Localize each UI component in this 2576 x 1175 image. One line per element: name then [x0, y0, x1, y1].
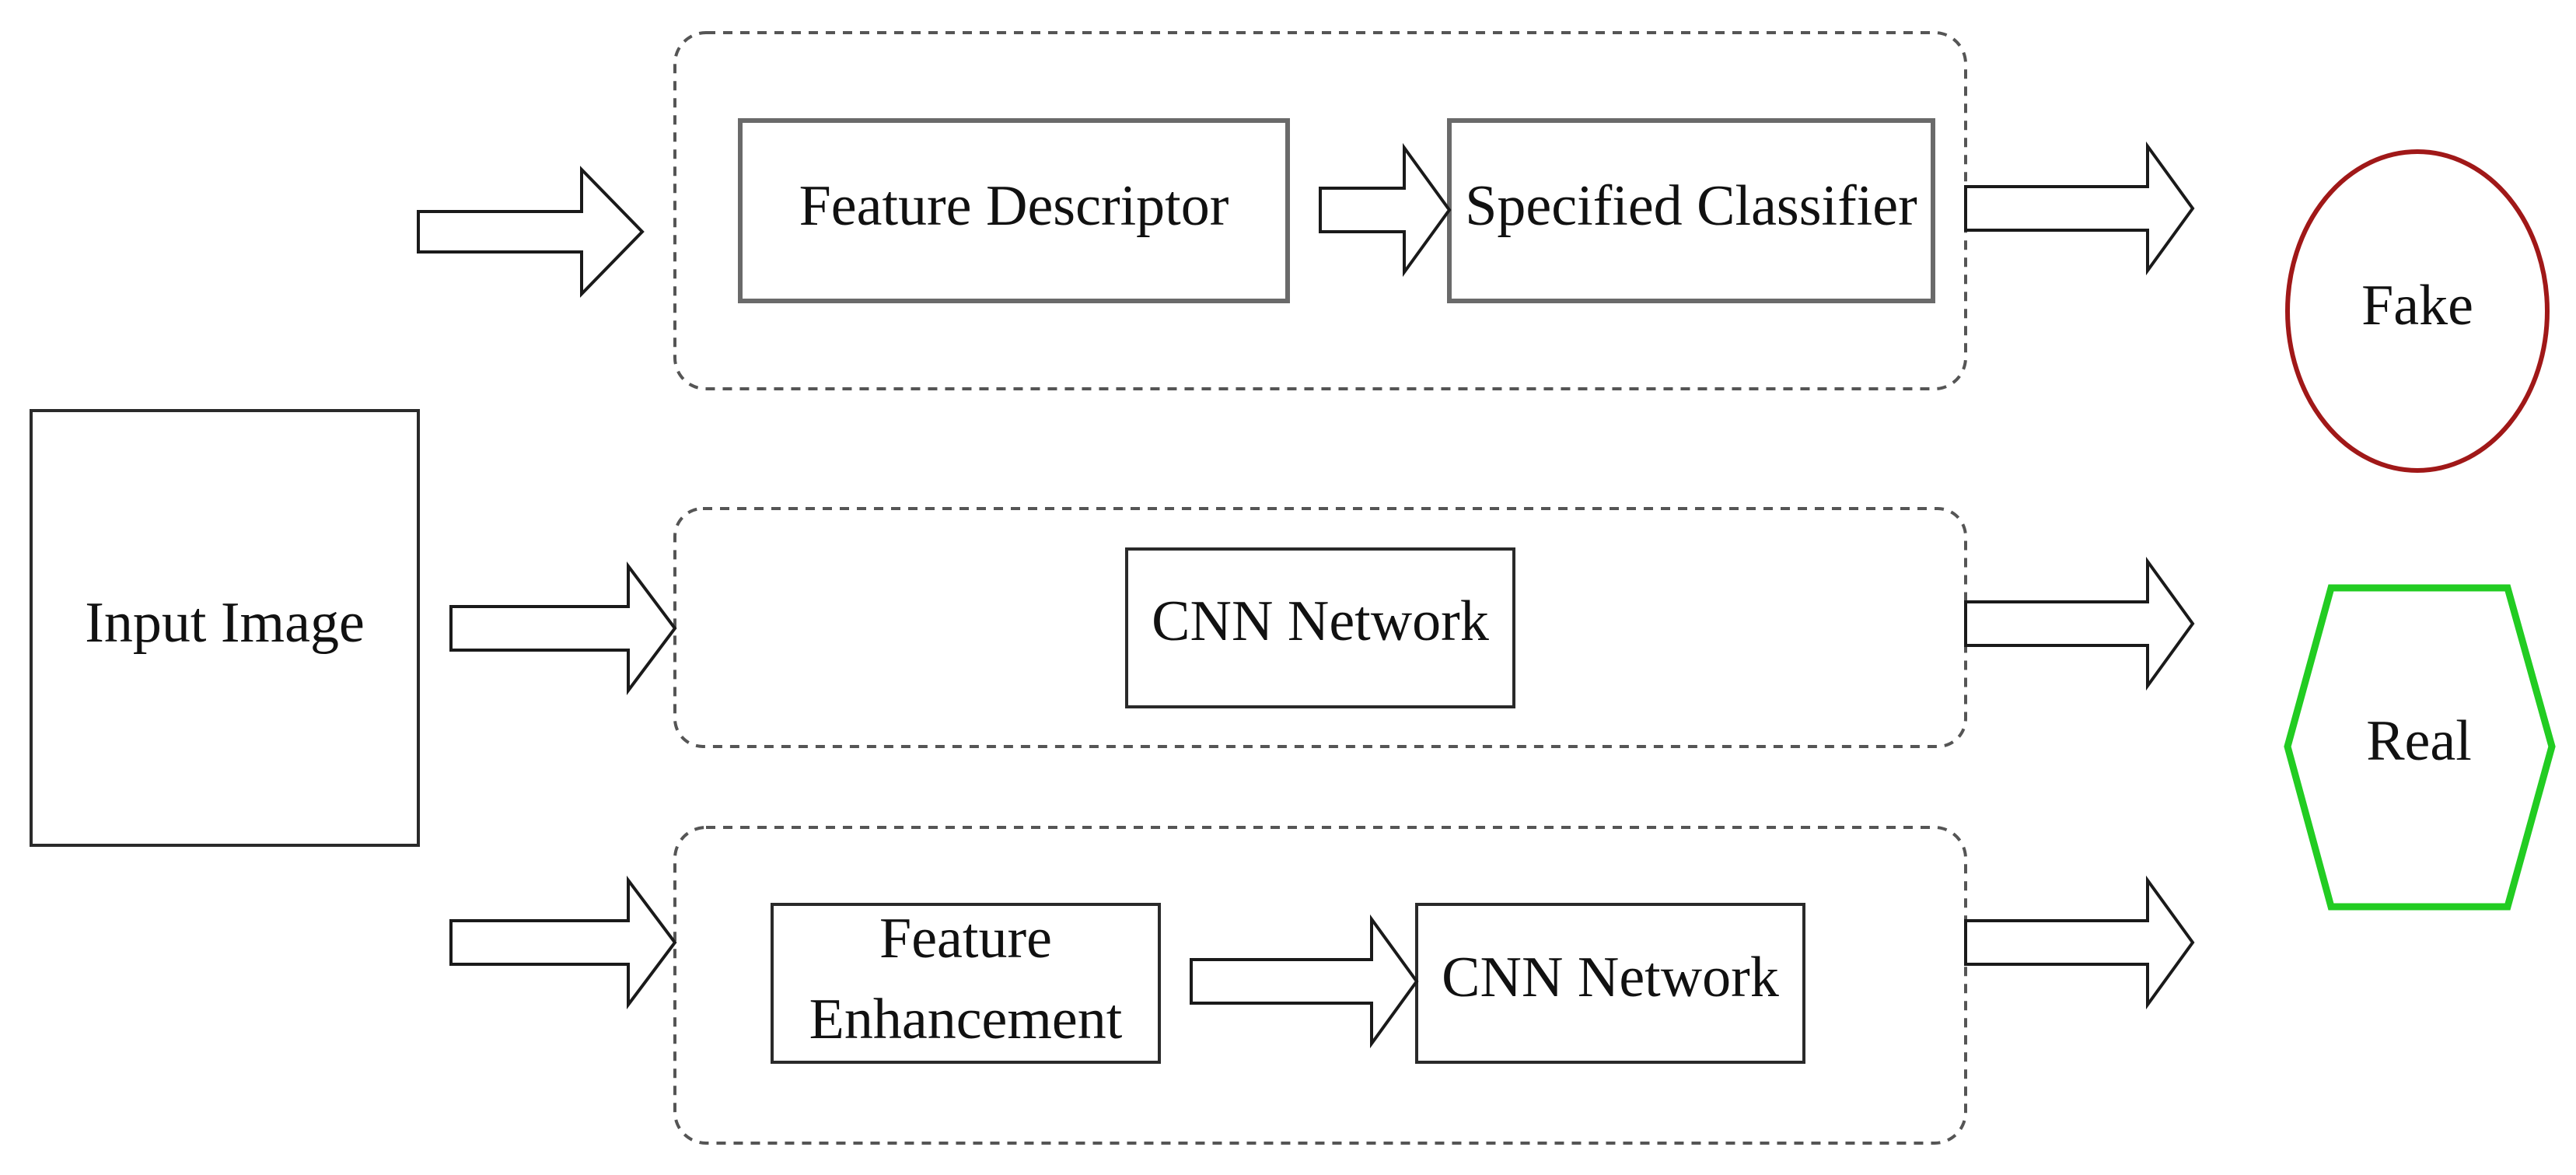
- cnn-network-2-label: CNN Network: [1442, 946, 1779, 1009]
- arrow-branch-2-output: [1964, 556, 2195, 691]
- arrow-input-to-branch-3: [449, 876, 677, 1009]
- fake-label: Fake: [2361, 274, 2473, 337]
- cnn-network-label: CNN Network: [1152, 589, 1489, 653]
- arrow-descriptor-to-classifier: [1319, 142, 1452, 278]
- arrow-input-to-branch-1: [417, 166, 645, 298]
- input-image-label: Input Image: [85, 591, 365, 655]
- specified-classifier-label: Specified Classifier: [1465, 174, 1917, 238]
- cnn-network-2-node: CNN Network: [1415, 903, 1805, 1064]
- feature-descriptor-node: Feature Descriptor: [738, 118, 1290, 303]
- real-output-node: Real: [2284, 584, 2556, 911]
- arrow-branch-1-output: [1964, 141, 2195, 276]
- arrow-input-to-branch-2: [449, 561, 677, 695]
- feature-enhancement-label-line-1: Feature: [879, 907, 1052, 970]
- specified-classifier-node: Specified Classifier: [1447, 118, 1935, 303]
- real-label: Real: [2366, 709, 2472, 773]
- feature-enhancement-label-line-2: Enhancement: [809, 988, 1123, 1051]
- feature-enhancement-node: Feature Enhancement: [771, 903, 1161, 1064]
- fake-output-node: Fake: [2285, 149, 2550, 473]
- cnn-network-node: CNN Network: [1125, 547, 1515, 708]
- arrow-enhancement-to-cnn: [1190, 914, 1419, 1049]
- feature-descriptor-label: Feature Descriptor: [799, 174, 1229, 238]
- branch-3-group: [673, 826, 1967, 1145]
- input-image-node: Input Image: [30, 409, 420, 847]
- arrow-branch-3-output: [1964, 875, 2195, 1010]
